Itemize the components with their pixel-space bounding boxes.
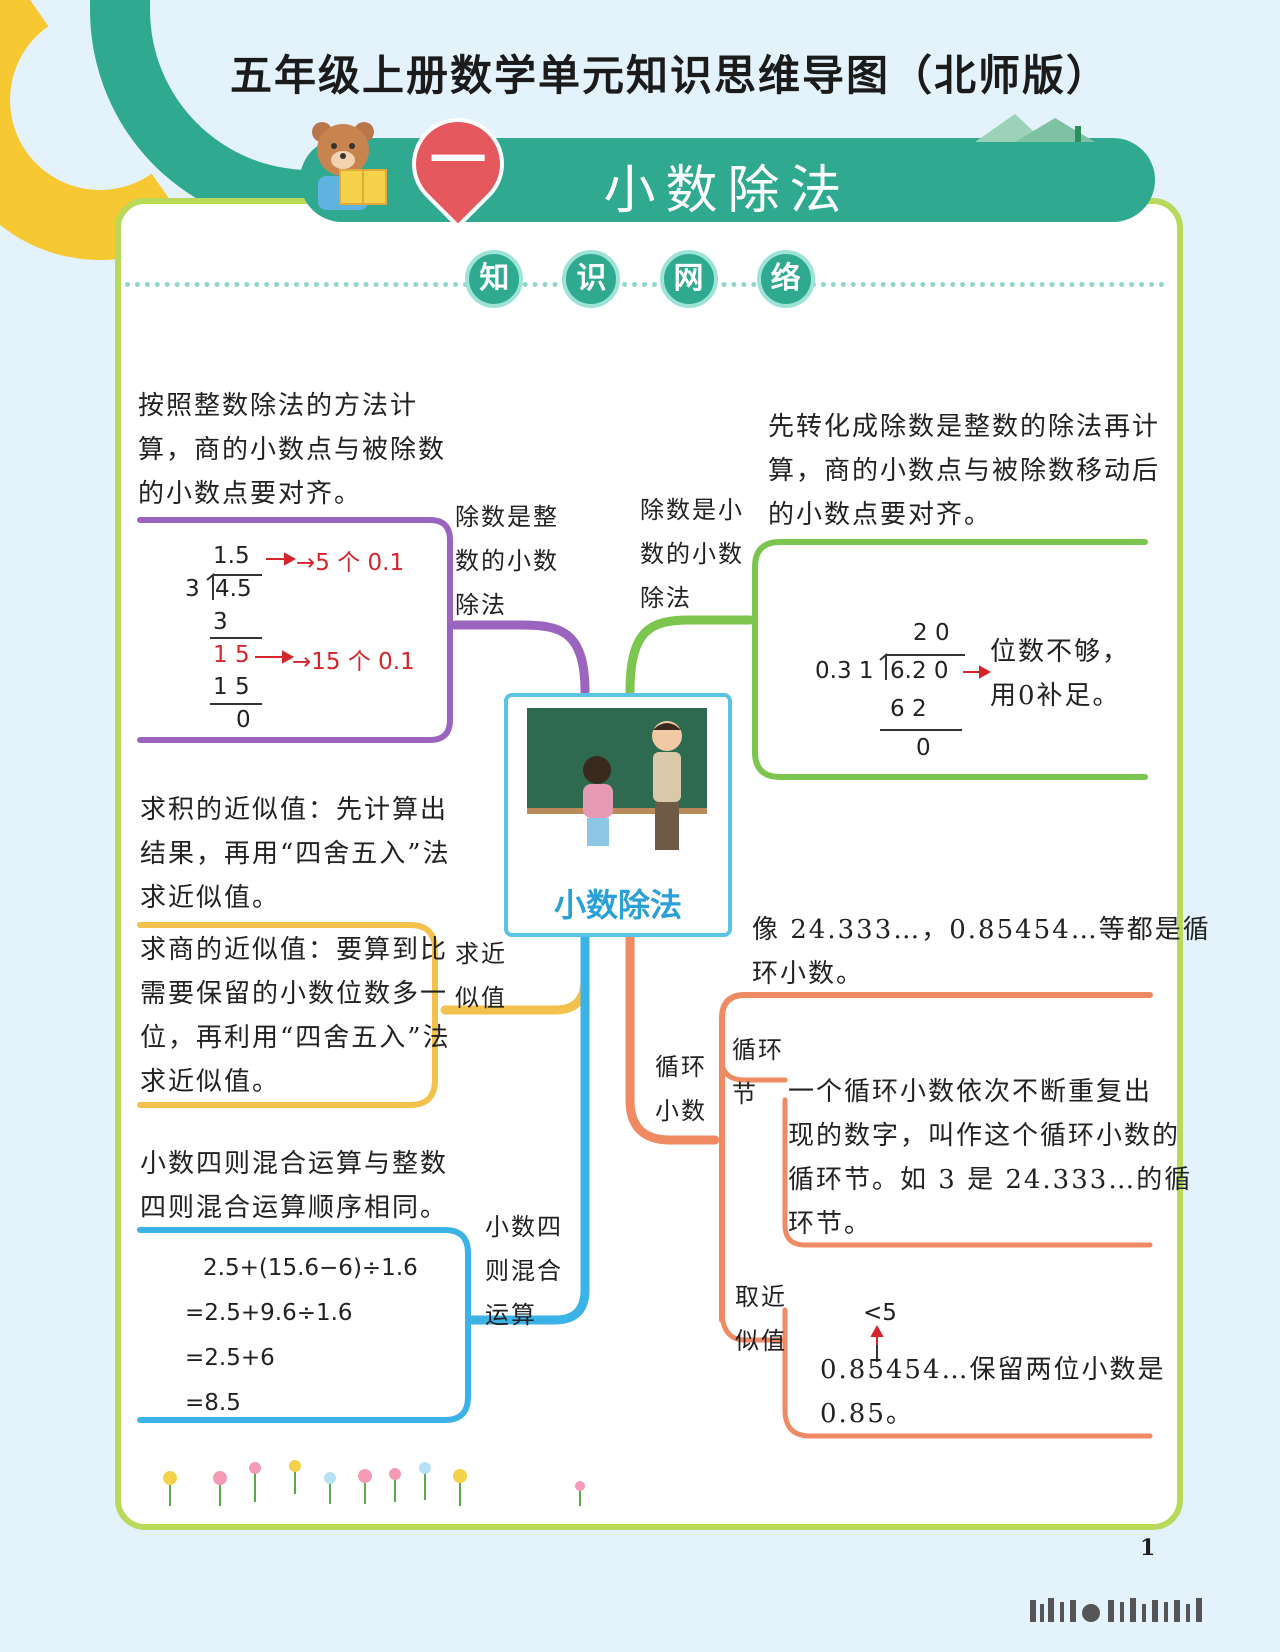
decimal-branch-label: 除数是小 数的小数 除法 (640, 496, 744, 612)
branch-line-repeating (625, 927, 720, 1145)
approx-branch-label: 求近 似值 (455, 940, 507, 1012)
classroom-illustration-icon (527, 708, 707, 850)
repeating-approx-label: 取近 似值 (735, 1283, 787, 1355)
mixed-ops-line-2: =2.5+9.6÷1.6 (185, 1300, 353, 1326)
decimal-rule: 先转化成除数是整数的除法再计 算，商的小数点与被除数移动后 的小数点要对齐。 (768, 412, 1161, 530)
unit-number: 一 (430, 129, 486, 194)
integer-remainder: 0 (236, 707, 251, 733)
dotted-divider (125, 282, 1165, 287)
page-number: 1 (1140, 1535, 1156, 1561)
flowers-decoration-icon (163, 1460, 585, 1506)
content-panel (115, 198, 1183, 1530)
repeating-branch-label: 循环 小数 (655, 1053, 707, 1125)
decimal-quotient: 2 0 (913, 620, 950, 646)
section-char: 络 (756, 250, 815, 308)
branch-line-mixed (465, 927, 590, 1325)
unit-title: 小数除法 (603, 161, 852, 221)
page-title: 五年级上册数学单元知识思维导图（北师版） (229, 51, 1110, 100)
section-label: 知 识 网 络 (0, 250, 1280, 308)
approx-mark: <5 (863, 1300, 897, 1326)
integer-note-1: →5 个 0.1 (296, 550, 405, 576)
bracket-mixed (137, 1227, 471, 1423)
period-definition: 一个循环小数依次不断重复出 现的数字，叫作这个循环小数的 循环节。如 3 是 2… (788, 1077, 1193, 1239)
integer-step-2: 1 5 (213, 642, 250, 668)
repeating-definition: 像 24.333…，0.85454…等都是循 环小数。 (752, 915, 1211, 989)
bracket-decimal (752, 539, 1148, 780)
decimal-note: 位数不够， 用0补足。 (990, 637, 1131, 711)
branch-line-integer (450, 620, 590, 697)
integer-dividend: 4.5 (215, 576, 252, 602)
bracket-integer (137, 517, 453, 743)
quotient-approx-rule: 求商的近似值：要算到比 需要保留的小数位数多一 位，再利用“四舍五入”法 求近似… (140, 935, 451, 1097)
mixed-ops-rule: 小数四则混合运算与整数 四则混合运算顺序相同。 (140, 1149, 449, 1223)
branch-line-decimal (625, 615, 755, 697)
integer-quotient: 1.5 (213, 543, 250, 569)
decimal-divisor: 0.3 1 (815, 658, 874, 684)
bracket-repeating (719, 992, 1153, 1323)
integer-branch-label: 除数是整 数的小数 除法 (455, 503, 559, 619)
decimal-remainder: 0 (916, 735, 931, 761)
integer-step-3: 1 5 (213, 674, 250, 700)
section-char: 知 (465, 250, 524, 308)
repeating-approx-example: 0.85454…保留两位小数是 0.85。 (820, 1355, 1166, 1429)
integer-step-1: 3 (213, 609, 228, 635)
integer-divisor: 3 (185, 576, 200, 602)
mixed-ops-line-3: =2.5+6 (185, 1345, 275, 1371)
bracket-approx (137, 922, 438, 1108)
mixed-ops-branch-label: 小数四 则混合 运算 (485, 1213, 563, 1329)
watermark-logo-icon (1030, 1598, 1202, 1622)
center-title: 小数除法 (553, 886, 682, 924)
product-approx-rule: 求积的近似值：先计算出 结果，再用“四舍五入”法 求近似值。 (140, 795, 451, 913)
mixed-ops-line-4: =8.5 (185, 1390, 241, 1416)
section-char: 网 (659, 250, 718, 308)
bear-reading-icon (312, 122, 387, 210)
period-label: 循环 节 (732, 1036, 784, 1108)
decimal-dividend: 6.2 0 (890, 658, 949, 684)
integer-rule: 按照整数除法的方法计 算，商的小数点与被除数 的小数点要对齐。 (138, 391, 447, 509)
section-char: 识 (562, 250, 621, 308)
integer-note-2: →15 个 0.1 (292, 649, 415, 675)
decimal-step: 6 2 (890, 696, 927, 722)
mountain-icon (975, 114, 1095, 142)
mixed-ops-line-1: 2.5+(15.6−6)÷1.6 (203, 1255, 418, 1281)
